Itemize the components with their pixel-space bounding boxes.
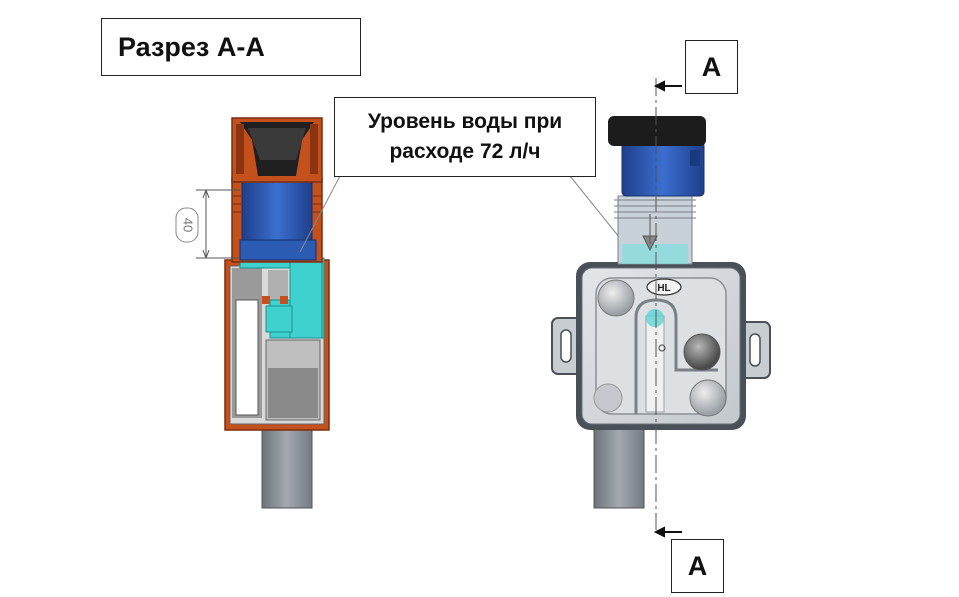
callout-line-2: расходе 72 л/ч xyxy=(389,140,541,163)
dimension-label: 40 xyxy=(181,218,196,232)
section-title: Разрез А-А xyxy=(101,18,361,76)
top-cap-right xyxy=(608,116,706,146)
float-ball-3 xyxy=(689,379,727,417)
front-view: HL xyxy=(551,78,771,538)
callout-line-1: Уровень воды при xyxy=(367,110,563,133)
callout-leaders xyxy=(299,175,637,259)
float-ball-2 xyxy=(683,333,721,371)
outlet-pipe-left xyxy=(261,427,313,509)
logo-text: HL xyxy=(657,283,670,294)
float-ball-1 xyxy=(597,279,635,317)
section-view: 40 xyxy=(175,117,330,509)
water-level-callout: Уровень воды при расходе 72 л/ч xyxy=(334,97,596,177)
outlet-pipe-right xyxy=(593,423,645,509)
dimension-40 xyxy=(196,189,240,259)
section-marker-top: A xyxy=(685,40,738,94)
section-marker-bottom: A xyxy=(671,539,724,593)
